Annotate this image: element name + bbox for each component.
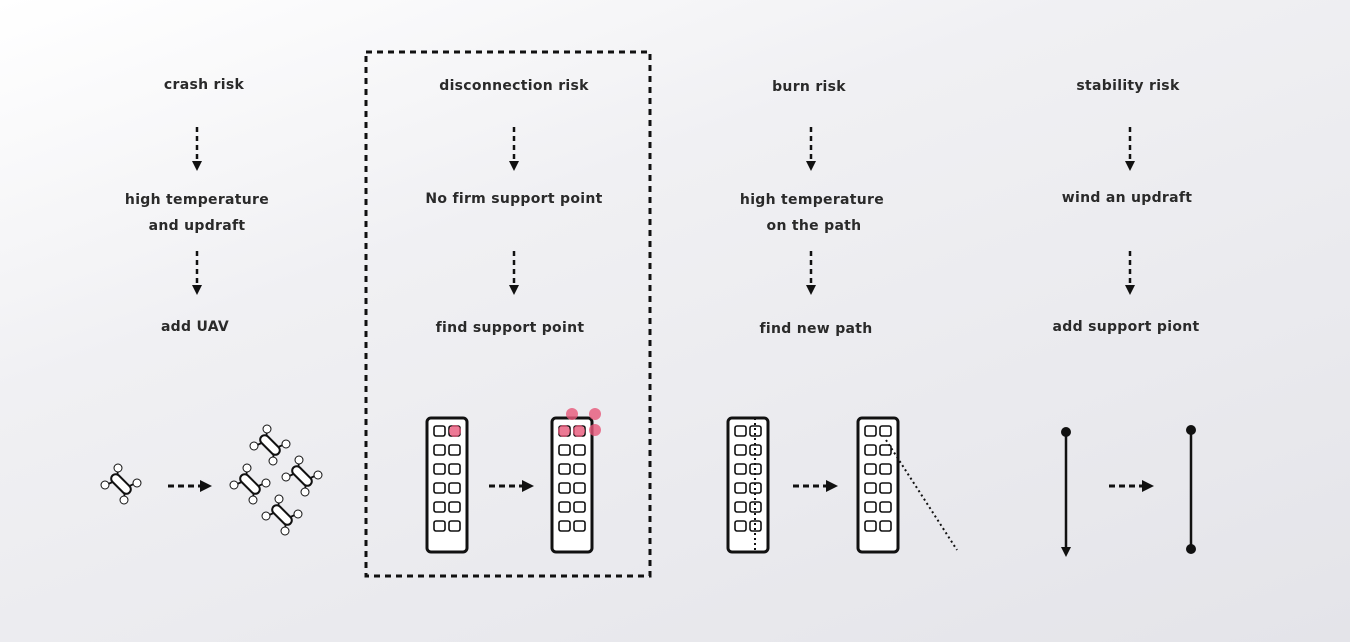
uav-icon <box>261 494 303 536</box>
column-disconnection-risk: disconnection risk No firm support point… <box>425 78 602 554</box>
uav-icon <box>100 463 142 505</box>
disconnection-risk-title: disconnection risk <box>439 78 589 94</box>
cause-text: No firm support point <box>425 191 602 207</box>
crash-risk-title: crash risk <box>164 77 245 93</box>
support-point-marker <box>449 425 461 437</box>
burn-risk-title: burn risk <box>772 79 846 95</box>
column-burn-risk: burn risk high temperature on the path f… <box>726 79 958 554</box>
stability-risk-title: stability risk <box>1076 78 1180 94</box>
cause-text: and updraft <box>149 218 246 234</box>
highlight-box <box>364 50 652 578</box>
cause-text: high temperature <box>125 192 269 208</box>
anchor-point <box>1186 425 1196 435</box>
cause-text: on the path <box>767 218 862 234</box>
column-crash-risk: crash risk high temperature and updraft … <box>100 77 323 536</box>
action-text: add UAV <box>161 319 229 335</box>
support-point-markers <box>558 408 601 437</box>
cause-text: high temperature <box>740 192 884 208</box>
new-path <box>885 439 958 551</box>
uav-icon <box>281 455 323 497</box>
support-point <box>1186 544 1196 554</box>
action-text: find new path <box>759 321 872 337</box>
action-text: find support point <box>436 320 585 336</box>
anchor-point <box>1061 427 1071 437</box>
support-panel-icon <box>550 416 594 554</box>
cause-text: wind an updraft <box>1062 190 1193 206</box>
uav-icon <box>249 424 291 466</box>
column-stability-risk: stability risk wind an updraft add suppo… <box>1053 78 1200 557</box>
action-text: add support piont <box>1053 319 1200 335</box>
support-panel-icon <box>425 416 469 554</box>
panel-icon <box>726 416 770 554</box>
uav-icon <box>229 463 271 505</box>
panel-icon <box>856 416 900 554</box>
